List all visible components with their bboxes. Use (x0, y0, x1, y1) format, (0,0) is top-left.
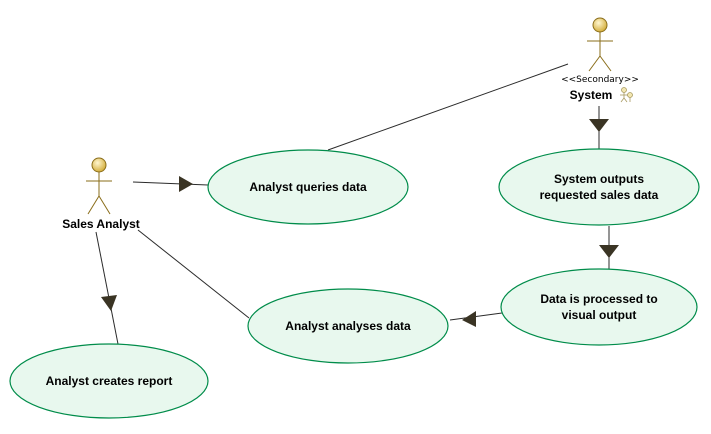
actor-label: System (570, 88, 613, 102)
use-case-data-processed[interactable]: Data is processed to visual output (500, 268, 698, 346)
actor-label: Sales Analyst (62, 217, 140, 231)
use-case-label: Analyst queries data (249, 180, 367, 194)
actor-figure-icon (86, 157, 112, 215)
arrowhead-system-to-outputs (589, 119, 609, 132)
actor-stereotype: <<Secondary>> (561, 75, 639, 85)
arrowhead-analyst-to-report (101, 295, 117, 311)
use-case-analyst-creates-report[interactable]: Analyst creates report (9, 343, 209, 419)
use-case-label-line-2: requested sales data (540, 188, 659, 202)
use-case-system-outputs[interactable]: System outputs requested sales data (498, 148, 700, 226)
use-case-label-line-1: Data is processed to (540, 292, 657, 306)
use-case-label-line-2: visual output (562, 308, 637, 322)
actor-sales-analyst[interactable]: Sales Analyst (62, 157, 140, 231)
actor-figure-icon (587, 17, 613, 72)
use-case-analyst-analyses-data[interactable]: Analyst analyses data (247, 288, 449, 364)
arrowhead-analyst-to-queries (179, 176, 193, 192)
secondary-actor-icon (620, 87, 633, 103)
use-case-label-line-1: System outputs (554, 172, 644, 186)
arrowhead-outputs-to-processed (599, 245, 619, 258)
association-system-queries[interactable] (327, 63, 569, 151)
use-case-label: Analyst creates report (46, 374, 173, 388)
arrowhead-processed-to-analyses (462, 311, 476, 327)
use-case-analyst-queries-data[interactable]: Analyst queries data (207, 149, 409, 225)
actor-system[interactable]: <<Secondary>> System (561, 17, 639, 103)
use-case-label: Analyst analyses data (285, 319, 411, 333)
arrow-analyst-to-report[interactable] (95, 231, 119, 345)
arrow-analyst-to-queries[interactable] (132, 181, 209, 186)
association-analyst-analyses[interactable] (137, 229, 250, 319)
